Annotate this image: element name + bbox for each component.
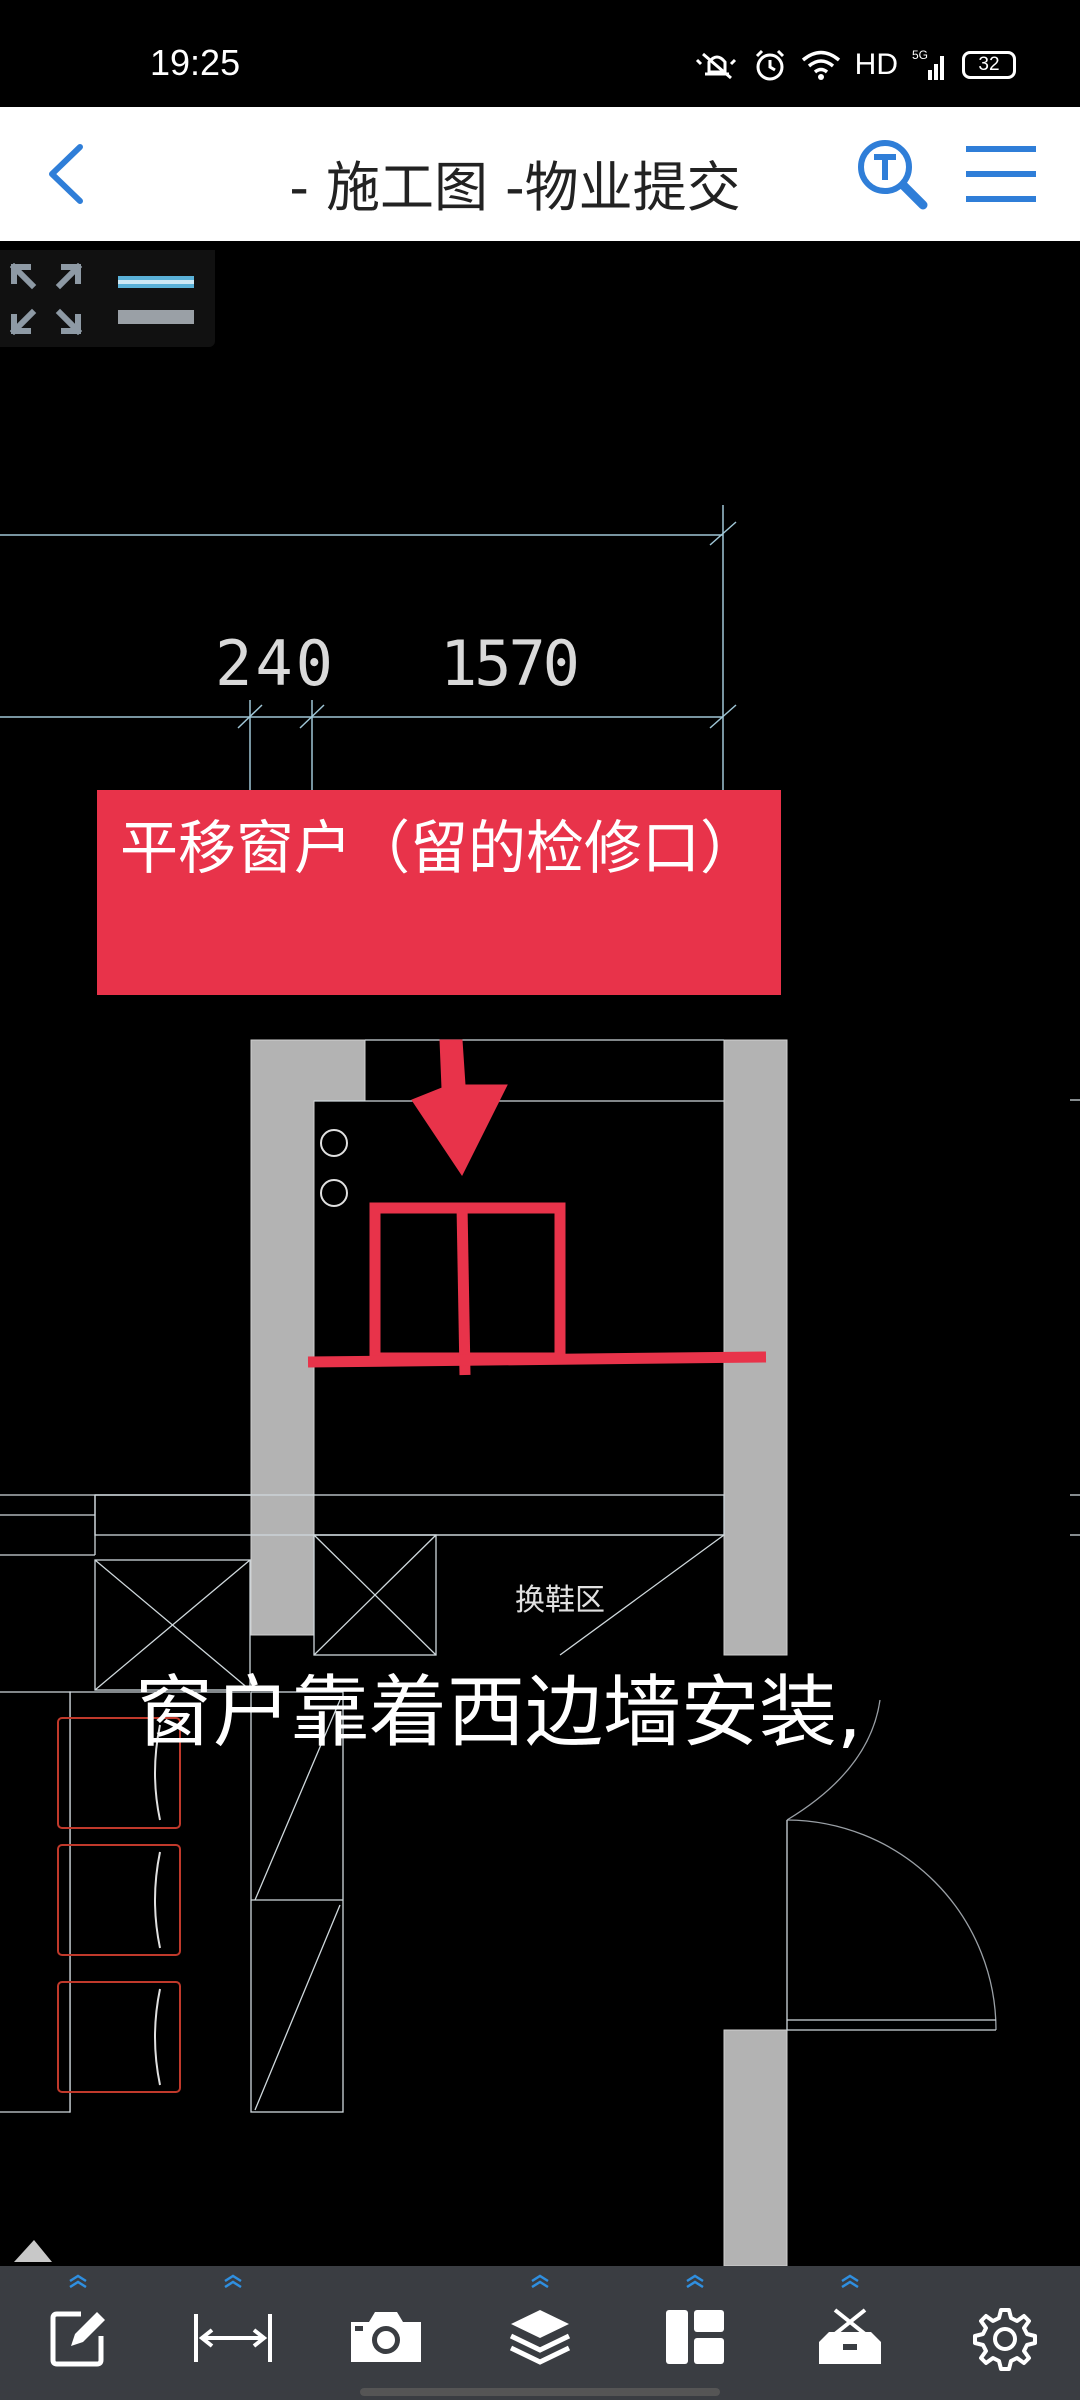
edit-icon <box>50 2311 105 2367</box>
bottom-toolbar <box>0 2266 1080 2400</box>
status-bar: 19:25 HD 5G 32 <box>0 0 1080 107</box>
app-header: - 施工图 -物业提交 <box>0 107 1080 241</box>
layers-tool[interactable] <box>490 2266 590 2400</box>
room-label: 换鞋区 <box>515 1583 605 1618</box>
seats <box>57 1717 181 2093</box>
dimension-lines <box>0 505 737 790</box>
menu-icon[interactable] <box>964 143 1038 205</box>
signal-label: 5G <box>912 48 928 62</box>
walls <box>250 1039 788 2266</box>
fit-screen-icon[interactable] <box>10 263 82 335</box>
chevron-up-icon <box>69 2274 87 2288</box>
wifi-icon <box>801 50 840 80</box>
cad-drawing: 240 1570 <box>0 505 1080 2266</box>
text-search-icon[interactable] <box>855 137 929 211</box>
annotation-label: 平移窗户（留的检修口） <box>97 790 781 995</box>
layer-toggle-icon[interactable] <box>116 266 196 332</box>
drawing-canvas[interactable]: 240 1570 <box>0 241 1080 2266</box>
layers-icon <box>509 2310 571 2365</box>
toolbox-tool[interactable] <box>800 2266 900 2400</box>
cad-lines <box>0 1039 1080 2113</box>
page-title: - 施工图 -物业提交 <box>289 156 741 219</box>
camera-tool[interactable] <box>336 2266 436 2400</box>
dimension-240: 240 <box>215 627 333 700</box>
signal-icon: 5G <box>912 48 944 80</box>
back-arrow-icon[interactable] <box>36 141 96 207</box>
view-tools <box>0 250 215 347</box>
corner-marker <box>14 2240 52 2262</box>
chevron-up-icon <box>224 2274 242 2288</box>
home-indicator[interactable] <box>360 2388 720 2396</box>
status-icons: HD 5G 32 <box>695 48 1016 82</box>
battery-icon: 32 <box>962 51 1016 79</box>
fixtures <box>320 1129 348 1207</box>
mute-icon <box>695 52 736 80</box>
dimension-1570: 1570 <box>440 627 580 700</box>
camera-icon <box>351 2312 421 2362</box>
measure-tool[interactable] <box>183 2266 283 2400</box>
caption-text: 窗户靠着西边墙安装, <box>135 1668 862 1758</box>
settings-icon <box>973 2308 1037 2371</box>
status-time: 19:25 <box>150 42 241 83</box>
hd-label: HD <box>854 48 898 81</box>
toolbox-icon <box>819 2308 881 2364</box>
layout-icon <box>666 2310 724 2364</box>
layout-tool[interactable] <box>645 2266 745 2400</box>
chevron-up-icon <box>531 2274 549 2288</box>
chevron-up-icon <box>841 2274 859 2288</box>
settings-tool[interactable] <box>955 2266 1055 2400</box>
markup <box>307 1039 767 1376</box>
edit-tool[interactable] <box>28 2266 128 2400</box>
alarm-icon <box>755 49 784 81</box>
measure-icon <box>194 2314 272 2362</box>
chevron-up-icon <box>686 2274 704 2288</box>
